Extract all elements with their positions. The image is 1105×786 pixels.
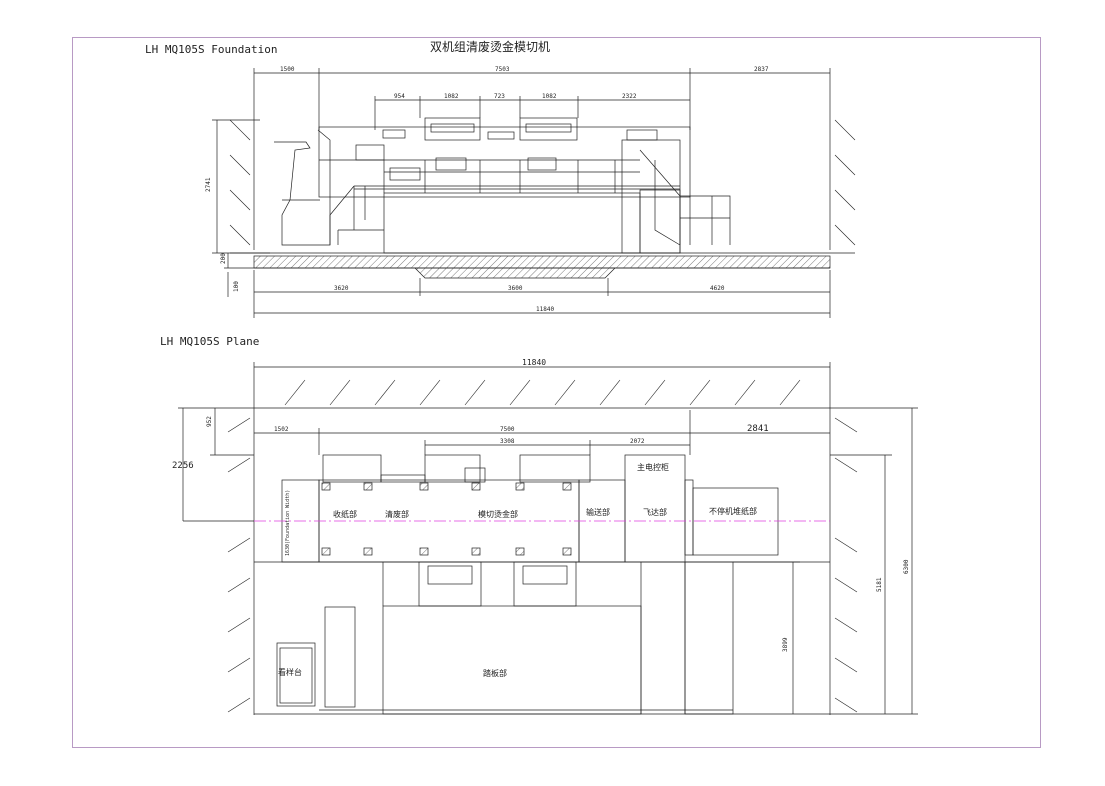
- dim-2837: 2837: [754, 66, 769, 73]
- plane-dim-2072: 2072: [630, 438, 645, 445]
- dim-1082-a: 1082: [444, 93, 459, 100]
- plane-dim-6300: 6300: [903, 559, 910, 574]
- dim-2741: 2741: [205, 177, 212, 192]
- label-sample-table: 看样台: [278, 667, 302, 677]
- plane-dim-7500: 7500: [500, 426, 515, 433]
- plane-dim-3899: 3899: [782, 637, 789, 652]
- label-transfer: 输送部: [586, 507, 610, 517]
- dim-200: 200: [220, 253, 227, 264]
- foundation-title: LH MQ105S Foundation: [145, 43, 277, 56]
- drawing-frame: [72, 37, 1041, 748]
- plane-dim-2841: 2841: [747, 424, 769, 434]
- dim-1500: 1500: [280, 66, 295, 73]
- machine-name-cn: 双机组清废烫金模切机: [430, 39, 550, 54]
- label-delivery: 收纸部: [333, 509, 357, 519]
- foundation-width-label: 1630(Foundation Width): [285, 490, 291, 556]
- dim-954: 954: [394, 93, 405, 100]
- dim-4620: 4620: [710, 285, 725, 292]
- foundation-view: LH MQ105S Foundation 双机组清废烫金模切机 1500 750…: [145, 39, 856, 318]
- dim-total-11840: 11840: [536, 306, 554, 313]
- plane-dim-952: 952: [206, 416, 213, 427]
- dim-2322: 2322: [622, 93, 637, 100]
- plane-dim-1502: 1502: [274, 426, 289, 433]
- plane-dim-2256: 2256: [172, 461, 194, 471]
- plane-dim-11840: 11840: [522, 358, 546, 367]
- dim-1082-b: 1082: [542, 93, 557, 100]
- dim-723: 723: [494, 93, 505, 100]
- dim-3620: 3620: [334, 285, 349, 292]
- label-platform: 踏板部: [483, 668, 507, 678]
- dim-7503: 7503: [495, 66, 510, 73]
- plane-view: LH MQ105S Plane 11840: [160, 335, 918, 715]
- label-main-cabinet: 主电控柜: [637, 462, 669, 472]
- dim-3600: 3600: [508, 285, 523, 292]
- plane-dim-5181: 5181: [876, 577, 883, 592]
- label-diecut: 模切烫金部: [478, 509, 518, 519]
- label-stripping: 清废部: [385, 509, 409, 519]
- label-nonstop-pile: 不停机堆纸部: [709, 506, 757, 516]
- plane-dim-3308: 3308: [500, 438, 515, 445]
- dim-100: 100: [233, 281, 240, 292]
- label-feeder: 飞达部: [643, 507, 667, 517]
- plane-title: LH MQ105S Plane: [160, 335, 259, 348]
